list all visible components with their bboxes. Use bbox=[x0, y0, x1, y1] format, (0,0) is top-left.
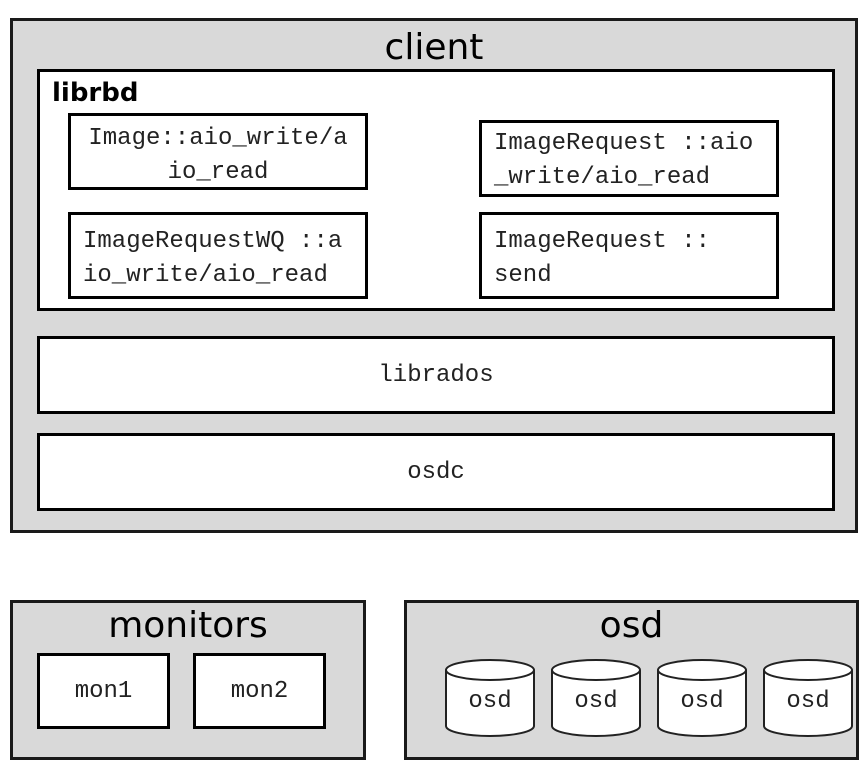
librbd-label: librbd bbox=[52, 78, 139, 108]
osd-disk: osd bbox=[762, 658, 854, 738]
fn-imagerequestwq-aio-write-text: ImageRequestWQ ::aio_write/aio_read bbox=[83, 228, 343, 289]
fn-imagerequest-send: ImageRequest :: send bbox=[479, 212, 779, 299]
osd-disk-label: osd bbox=[786, 688, 830, 715]
fn-imagerequest-send-text: ImageRequest :: send bbox=[494, 228, 711, 289]
client-box: client librbd Image::aio_write/aio_read … bbox=[10, 18, 858, 533]
fn-imagerequest-aio-write: ImageRequest ::aio_write/aio_read bbox=[479, 120, 779, 197]
mon2-box: mon2 bbox=[193, 653, 326, 729]
osd-disk-label: osd bbox=[574, 688, 618, 715]
monitors-box: monitors mon1 mon2 bbox=[10, 600, 366, 760]
fn-imagerequestwq-aio-write: ImageRequestWQ ::aio_write/aio_read bbox=[68, 212, 368, 299]
librados-box: librados bbox=[37, 336, 835, 414]
osdc-label: osdc bbox=[407, 458, 465, 486]
fn-image-aio-write-text: Image::aio_write/aio_read bbox=[88, 125, 348, 186]
osd-disk: osd bbox=[656, 658, 748, 738]
client-title: client bbox=[384, 27, 484, 68]
osd-disk: osd bbox=[444, 658, 536, 738]
fn-imagerequest-aio-write-text: ImageRequest ::aio_write/aio_read bbox=[494, 130, 754, 191]
osdc-box: osdc bbox=[37, 433, 835, 511]
osd-disk-label: osd bbox=[680, 688, 724, 715]
mon2-label: mon2 bbox=[230, 677, 289, 705]
mon1-box: mon1 bbox=[37, 653, 170, 729]
osd-title: osd bbox=[599, 605, 664, 646]
osd-disk: osd bbox=[550, 658, 642, 738]
monitors-title: monitors bbox=[108, 605, 268, 646]
librados-label: librados bbox=[378, 361, 494, 389]
osd-disk-label: osd bbox=[468, 688, 512, 715]
librbd-box: librbd Image::aio_write/aio_read ImageRe… bbox=[37, 69, 835, 311]
mon1-label: mon1 bbox=[74, 677, 133, 705]
osd-box: osd osd osd osd osd bbox=[404, 600, 859, 760]
fn-image-aio-write: Image::aio_write/aio_read bbox=[68, 113, 368, 190]
